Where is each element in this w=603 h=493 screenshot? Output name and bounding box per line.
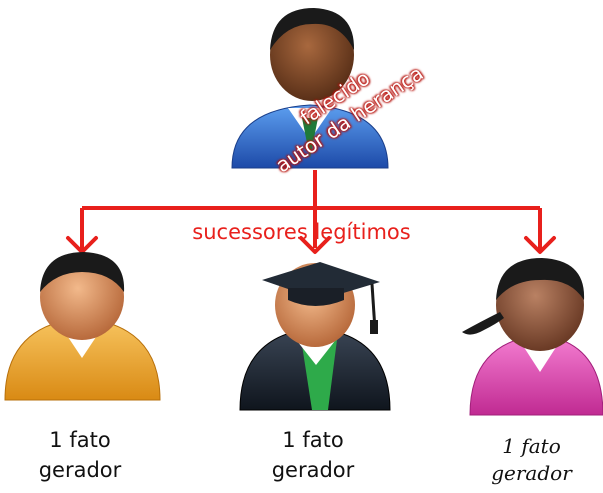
- deceased-person-icon: [231, 8, 389, 169]
- heir-left-person-icon: [4, 252, 161, 401]
- heir-middle-line2: gerador: [271, 458, 355, 482]
- successors-label: sucessores legítimos: [192, 220, 411, 244]
- heir-left-line1: 1 fato: [49, 428, 111, 452]
- heir-right-label: 1 fato gerador: [460, 433, 603, 487]
- heir-middle-label: 1 fato gerador: [233, 425, 393, 485]
- heir-middle-graduate-icon: [239, 262, 391, 411]
- heir-right-line1: 1 fato: [502, 434, 561, 458]
- heir-middle-line1: 1 fato: [282, 428, 344, 452]
- heir-right-line2: gerador: [491, 461, 572, 485]
- arrow-heads: [66, 236, 556, 254]
- heir-left-label: 1 fato gerador: [0, 425, 160, 485]
- heir-left-line2: gerador: [38, 458, 122, 482]
- connector-lines: [80, 170, 542, 250]
- heir-right-woman-icon: [462, 258, 603, 416]
